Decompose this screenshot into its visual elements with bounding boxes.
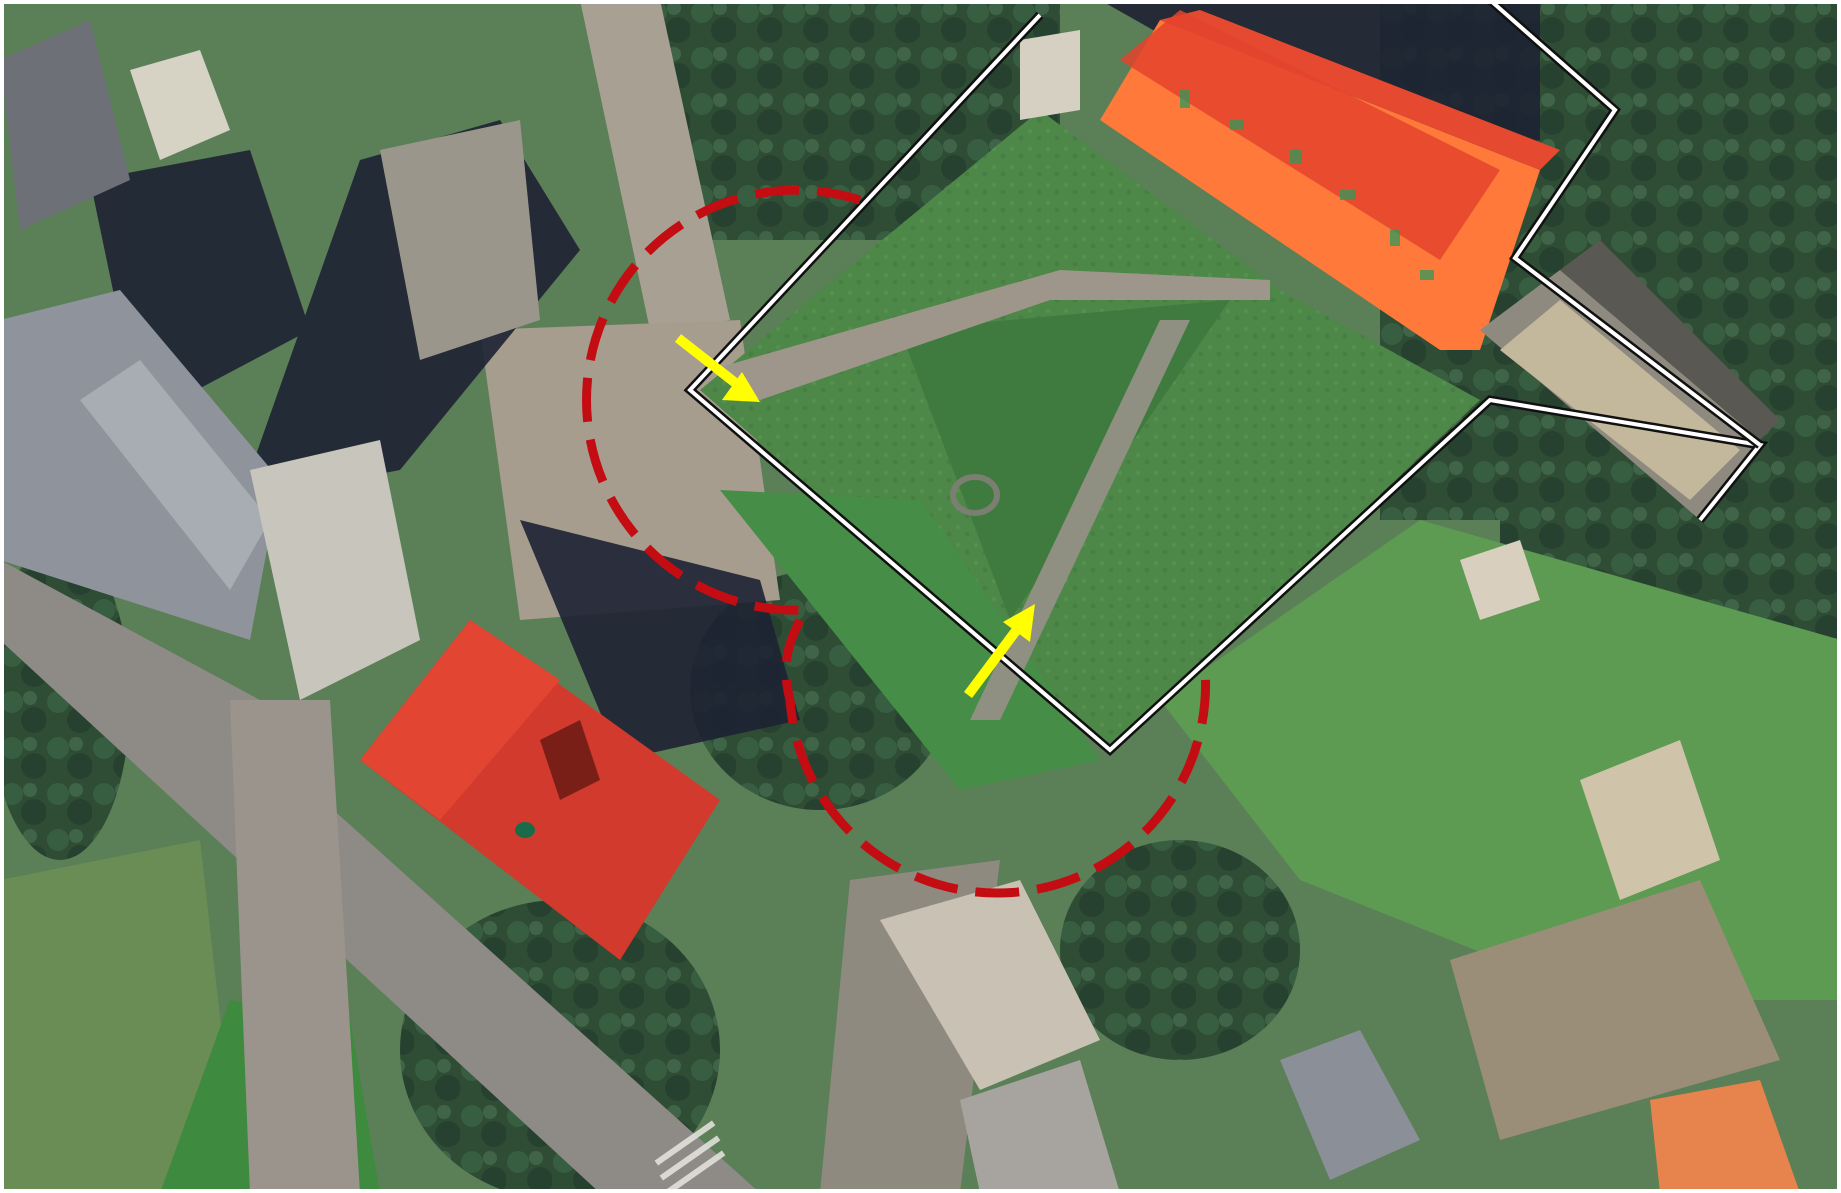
buildings-lower-right: [880, 540, 1800, 1193]
building-red-roof: [360, 620, 720, 960]
dashed-zone-outline: [582, 185, 1211, 898]
building-orange-roof: [1100, 10, 1560, 350]
building-grey-right: [1480, 240, 1780, 520]
small-structures: [130, 30, 1080, 160]
site-boundary: [683, 0, 1769, 757]
crosswalk: [654, 1120, 726, 1193]
access-arrow-east-icon: [674, 334, 760, 402]
access-arrow-north-icon: [963, 604, 1035, 698]
building-grey-left: [0, 20, 540, 700]
